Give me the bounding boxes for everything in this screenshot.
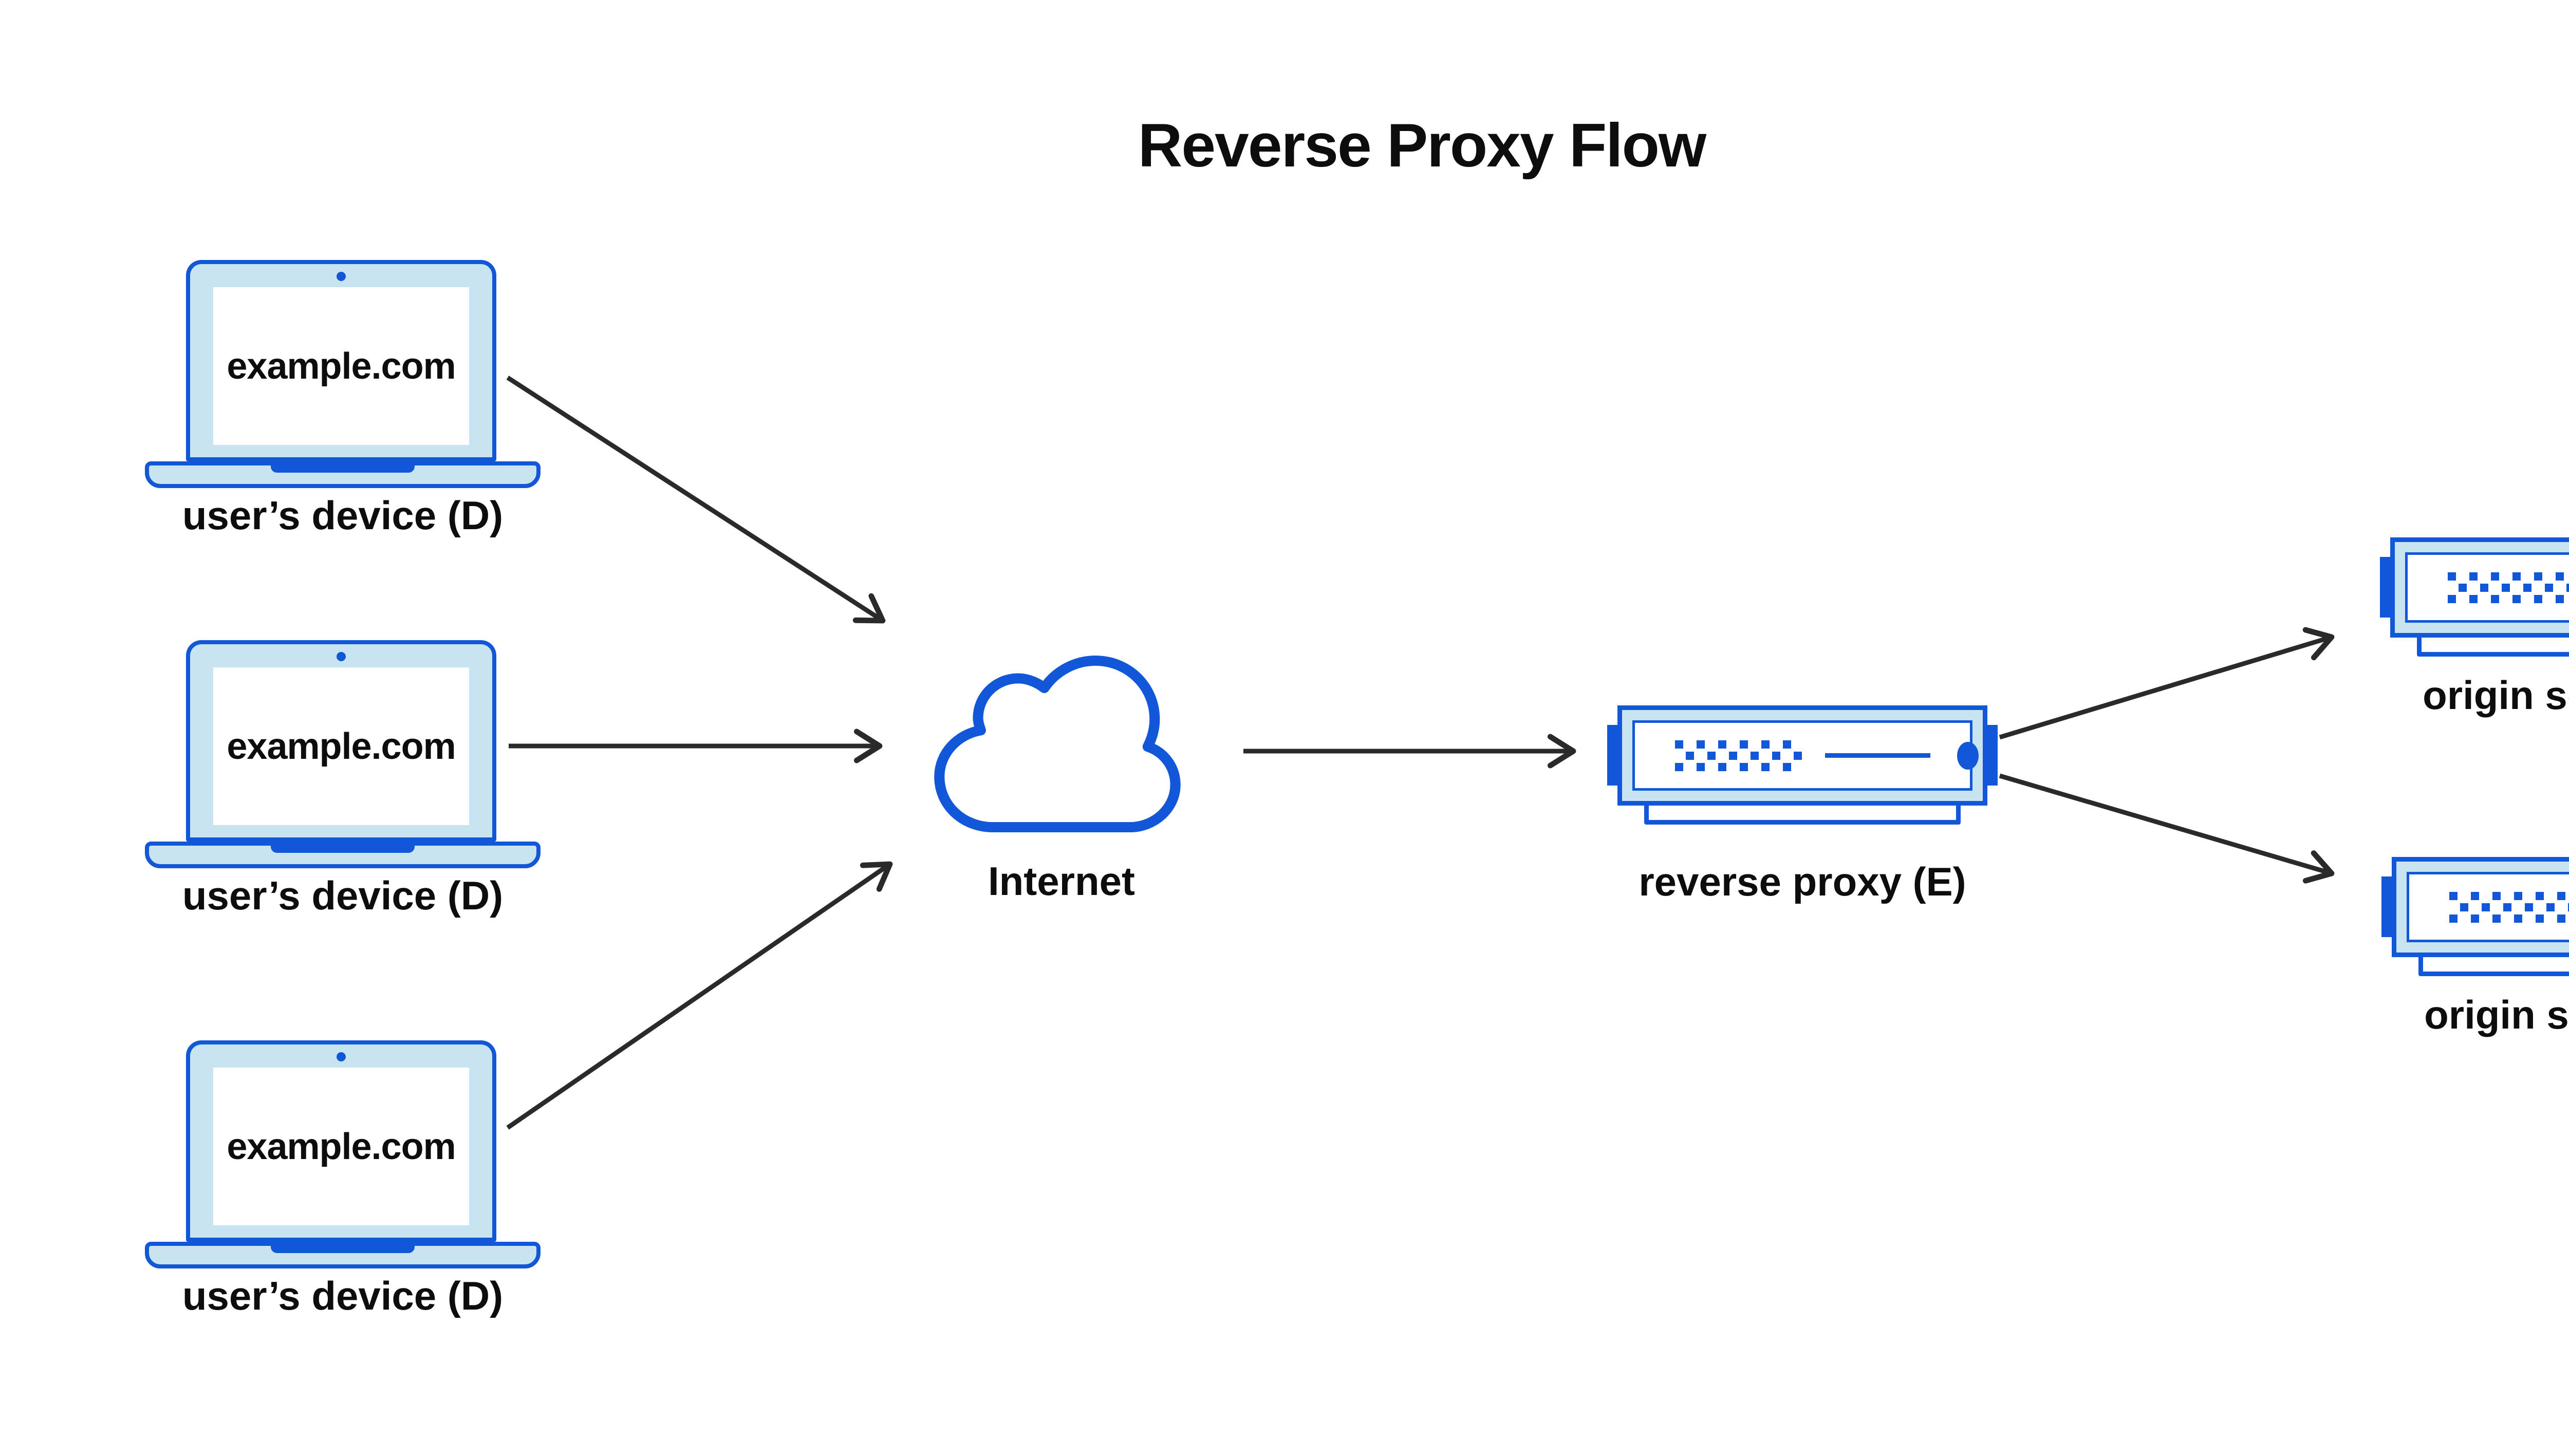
server-front-panel: [2407, 872, 2569, 942]
server-icon: [1617, 705, 1987, 806]
origin-server-label: origin server (F): [2424, 992, 2569, 1037]
server-front-panel: [1632, 720, 1979, 791]
device-label: user’s device (D): [182, 493, 504, 538]
user-device-3: example.com user’s device (D): [145, 1040, 541, 1328]
power-led-icon: [1957, 741, 1979, 770]
screen-url: example.com: [227, 725, 456, 767]
user-device-2: example.com user’s device (D): [145, 640, 541, 928]
user-device-1: example.com user’s device (D): [145, 260, 541, 548]
screen-url: example.com: [227, 1126, 456, 1167]
diagram-title: Reverse Proxy Flow: [1138, 111, 1707, 180]
arrow-proxy-to-origin1: [1999, 627, 2335, 740]
arrow-proxy-to-origin2: [1999, 773, 2335, 884]
laptop-hinge-notch: [271, 465, 415, 473]
screen-url: example.com: [227, 345, 456, 387]
reverse-proxy-node: reverse proxy (E): [1607, 705, 1998, 904]
vent-dots-icon: [2449, 891, 2569, 923]
laptop-hinge-notch: [271, 845, 415, 853]
laptop-lid: example.com: [186, 1040, 496, 1242]
arrow-device1-to-internet: [506, 376, 886, 624]
origin-server-1: origin server (F): [2380, 537, 2569, 718]
origin-server-label: origin server (F): [2423, 673, 2569, 718]
laptop-lid: example.com: [186, 260, 496, 461]
reverse-proxy-label: reverse proxy (E): [1639, 859, 1966, 904]
internet-label: Internet: [988, 858, 1135, 904]
panel-slot: [1825, 753, 1930, 758]
camera-icon: [337, 652, 346, 661]
laptop-screen: example.com: [213, 667, 469, 825]
laptop-hinge-notch: [271, 1245, 415, 1253]
device-label: user’s device (D): [182, 873, 504, 918]
cloud-icon: [934, 655, 1181, 833]
laptop-base: [145, 1242, 541, 1268]
internet-node: Internet: [919, 648, 1204, 936]
device-label: user’s device (D): [182, 1273, 504, 1318]
arrow-device3-to-internet: [506, 861, 893, 1130]
server-icon: [2392, 857, 2569, 957]
laptop-base: [145, 842, 541, 868]
laptop-screen: example.com: [213, 287, 469, 445]
server-icon: [2390, 537, 2569, 638]
laptop-screen: example.com: [213, 1068, 469, 1225]
camera-icon: [337, 1052, 346, 1061]
camera-icon: [337, 272, 346, 281]
laptop-base: [145, 461, 541, 488]
server-front-panel: [2405, 552, 2569, 623]
laptop-lid: example.com: [186, 640, 496, 842]
vent-dots-icon: [1675, 740, 1802, 771]
origin-server-2: origin server (F): [2381, 857, 2569, 1037]
vent-dots-icon: [2448, 572, 2569, 603]
